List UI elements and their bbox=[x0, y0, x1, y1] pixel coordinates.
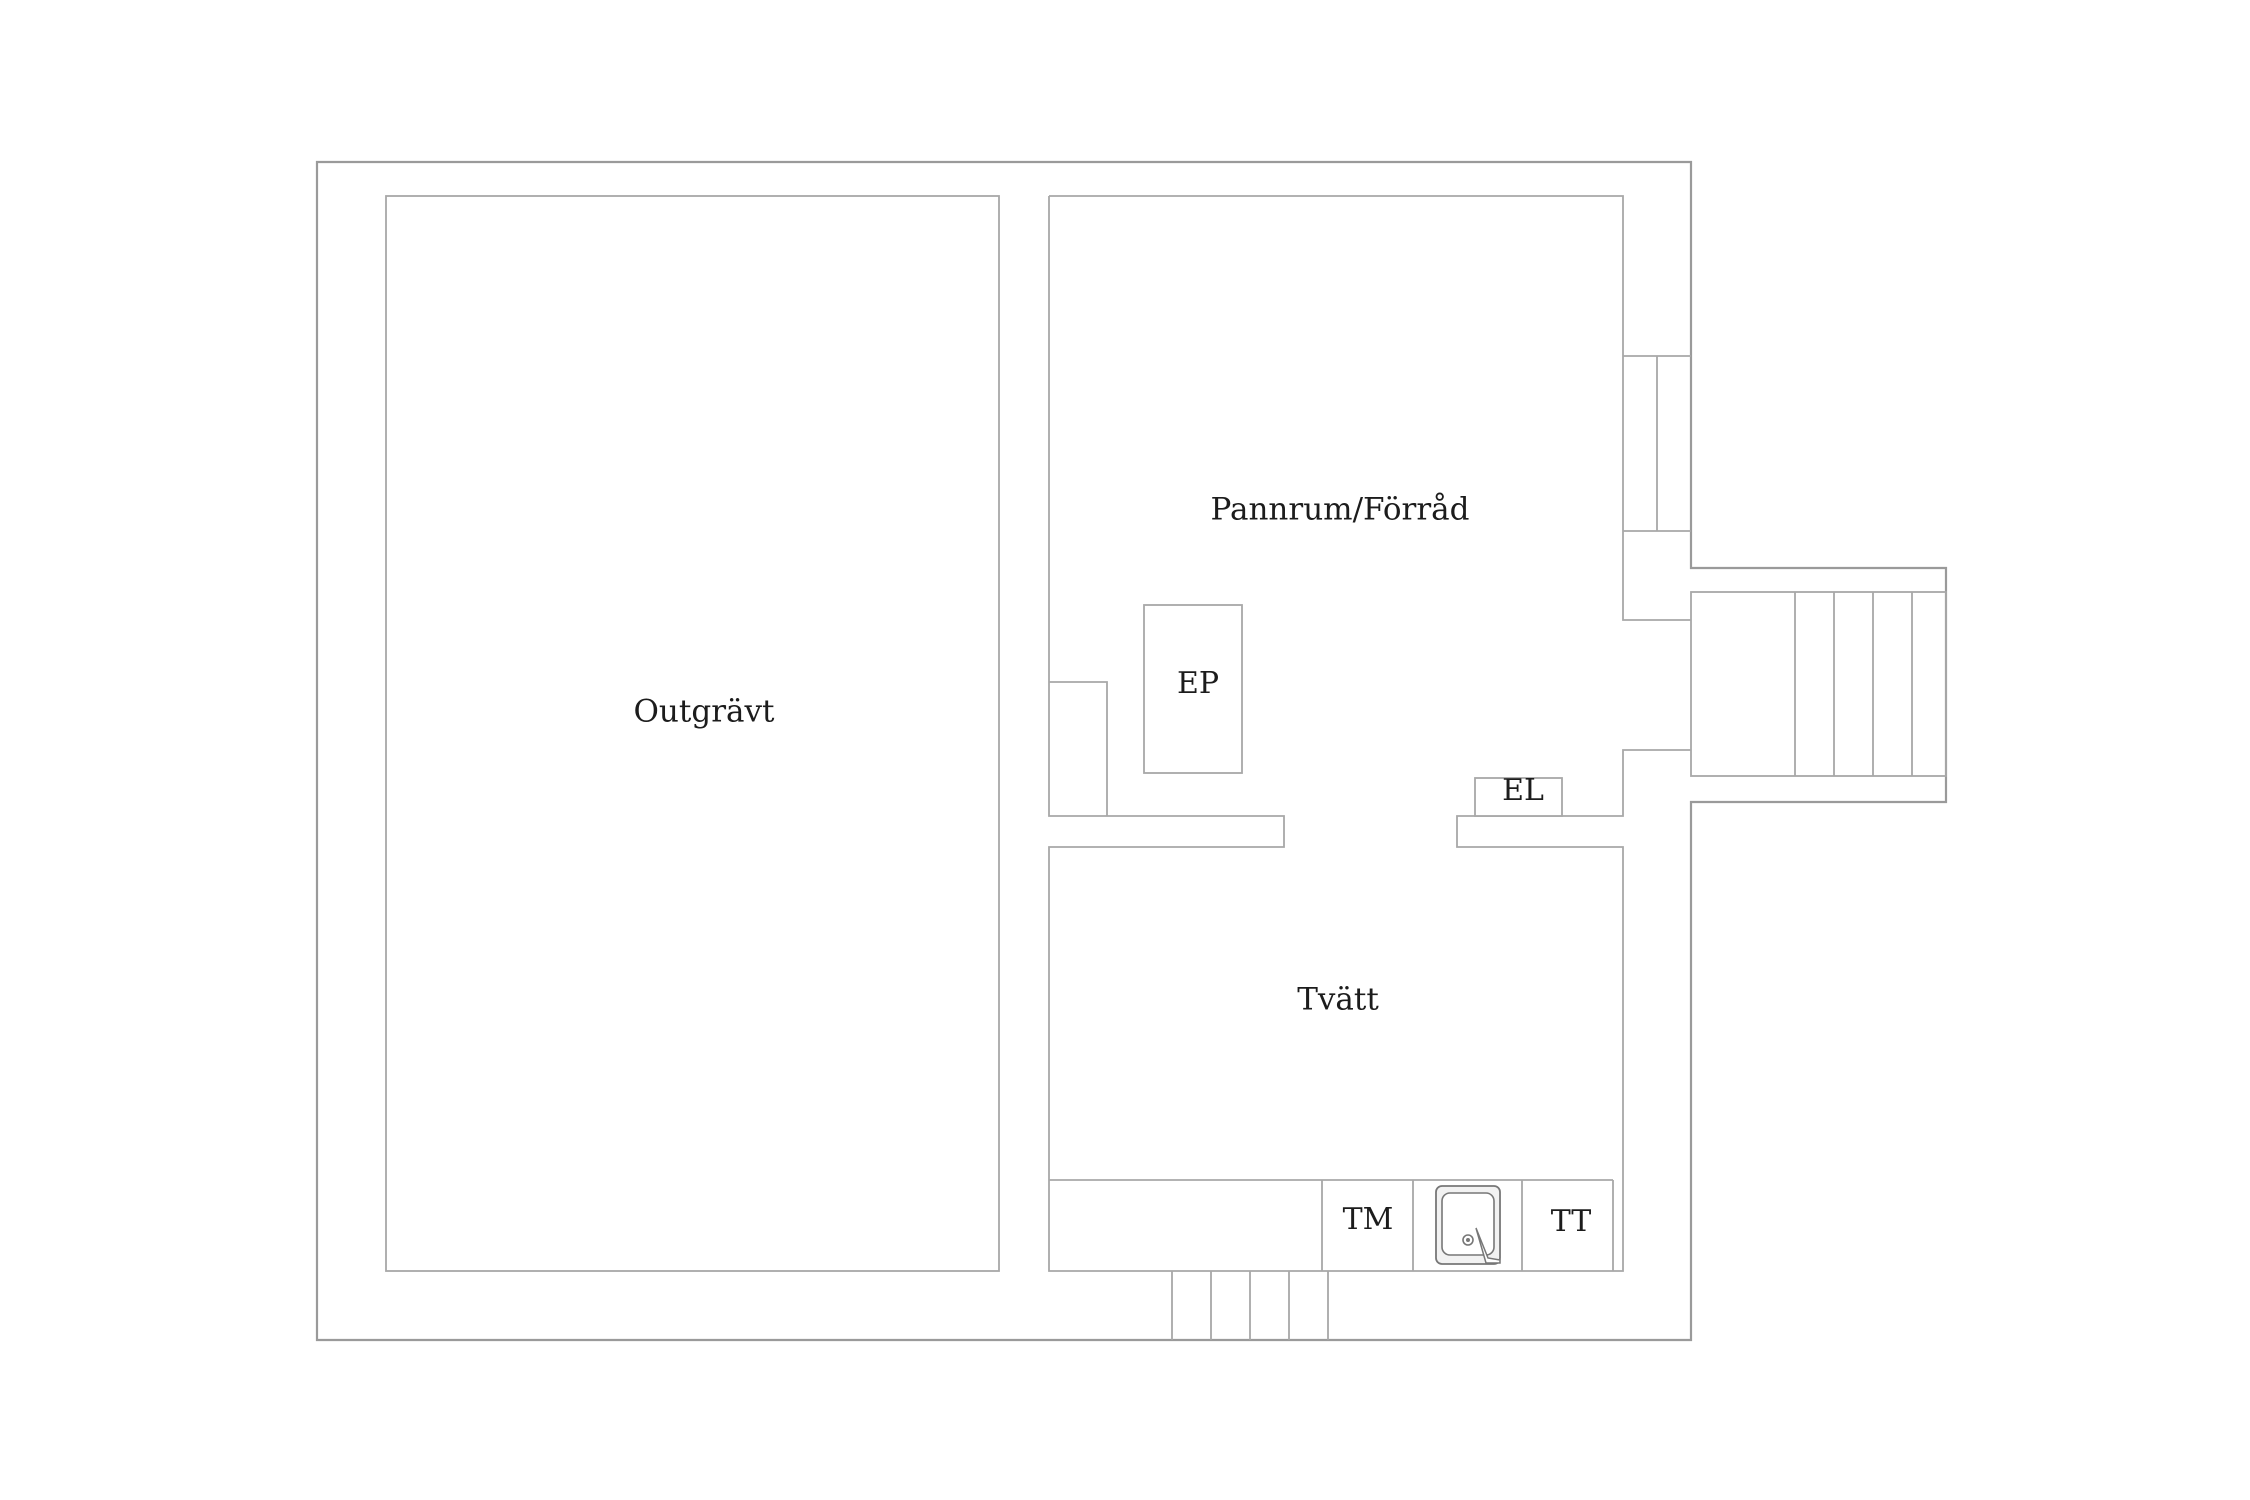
sink-icon bbox=[1435, 1185, 1501, 1265]
label-ep: EP bbox=[1177, 666, 1219, 701]
stairs-bottom bbox=[1171, 1271, 1329, 1340]
wall-window bbox=[1623, 355, 1691, 532]
label-el: EL bbox=[1502, 773, 1544, 808]
stairs-right bbox=[1690, 591, 1947, 777]
label-tt: TT bbox=[1551, 1204, 1592, 1239]
label-pannrum: Pannrum/Förråd bbox=[1211, 492, 1470, 528]
room-outgravt bbox=[385, 195, 1000, 1272]
building-outline bbox=[315, 160, 1948, 1342]
wall-stub bbox=[1049, 681, 1108, 816]
fixture-ep-box bbox=[1143, 604, 1243, 774]
fixture-el-box bbox=[1474, 777, 1563, 817]
laundry-counter bbox=[1049, 1179, 1614, 1271]
label-outgravt: Outgrävt bbox=[634, 694, 775, 730]
room-pannrum bbox=[1048, 195, 1691, 1272]
label-tm: TM bbox=[1343, 1202, 1394, 1237]
label-tvatt: Tvätt bbox=[1297, 982, 1379, 1018]
